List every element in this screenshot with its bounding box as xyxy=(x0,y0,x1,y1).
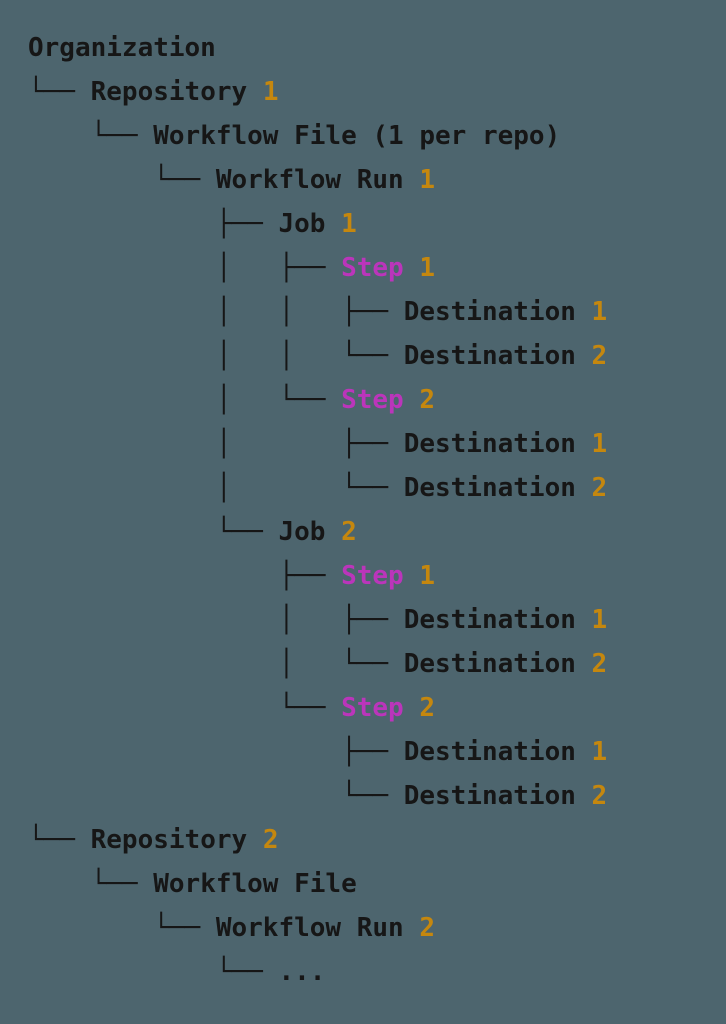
tree-line-step-1: ├── Step 1 xyxy=(28,554,726,598)
node-label-step: Step xyxy=(341,253,420,283)
node-label-destination: Destination xyxy=(403,429,592,459)
node-number: 2 xyxy=(262,825,279,855)
tree-line-step-2: └── Step 2 xyxy=(28,686,726,730)
tree-line-destination-1: │ │ ├── Destination 1 xyxy=(28,290,726,334)
node-number: 1 xyxy=(591,297,608,327)
node-label-destination: Destination xyxy=(403,649,592,679)
node-label-step: Step xyxy=(341,561,420,591)
tree-branch: │ └── xyxy=(28,473,404,503)
tree-branch: └── xyxy=(28,517,279,547)
node-label-workflow-file: Workflow File (1 per repo) xyxy=(153,121,561,151)
tree-branch: └── xyxy=(28,121,154,151)
node-number: 2 xyxy=(419,385,436,415)
node-number: 1 xyxy=(419,165,435,195)
node-number: 1 xyxy=(591,737,608,767)
tree-branch: └── xyxy=(28,165,216,195)
node-label-workflow-run: Workflow Run xyxy=(215,165,420,195)
tree-branch: └── xyxy=(28,77,91,107)
tree-line-workflow-file-1: └── Workflow File (1 per repo) xyxy=(28,114,726,158)
tree-branch: ├── xyxy=(28,209,279,239)
node-label-destination: Destination xyxy=(403,473,592,503)
node-label-step: Step xyxy=(341,693,420,723)
node-number: 2 xyxy=(341,517,357,547)
tree-line-destination-2: └── Destination 2 xyxy=(28,774,726,818)
tree-branch: │ └── xyxy=(28,649,404,679)
node-label-destination: Destination xyxy=(403,297,592,327)
tree-line-workflow-run-1: └── Workflow Run 1 xyxy=(28,158,726,202)
node-label-ellipsis: ... xyxy=(278,957,326,987)
node-label-job: Job xyxy=(278,517,342,547)
node-number: 1 xyxy=(419,253,436,283)
tree-branch: │ └── xyxy=(28,385,342,415)
tree-branch: │ ├── xyxy=(28,253,342,283)
tree-line-step-2: │ └── Step 2 xyxy=(28,378,726,422)
tree-branch: └── xyxy=(28,825,91,855)
tree-line-step-1: │ ├── Step 1 xyxy=(28,246,726,290)
node-number: 1 xyxy=(262,77,279,107)
tree-line-destination-1: │ ├── Destination 1 xyxy=(28,598,726,642)
tree-line-workflow-run-2: └── Workflow Run 2 xyxy=(28,906,726,950)
tree-branch: │ ├── xyxy=(28,429,404,459)
node-number: 1 xyxy=(419,561,436,591)
tree-branch: └── xyxy=(28,957,279,987)
node-label-workflow-file: Workflow File xyxy=(153,869,357,899)
node-number: 1 xyxy=(591,429,608,459)
node-label-organization: Organization xyxy=(28,33,216,63)
tree-line-destination-1: │ ├── Destination 1 xyxy=(28,422,726,466)
node-label-destination: Destination xyxy=(403,781,592,811)
node-label-repository: Repository xyxy=(90,77,263,107)
tree-branch: │ ├── xyxy=(28,605,404,635)
node-label-workflow-run: Workflow Run xyxy=(215,913,420,943)
tree-line-organization: Organization xyxy=(28,26,726,70)
node-label-destination: Destination xyxy=(403,605,592,635)
node-label-destination: Destination xyxy=(403,341,592,371)
node-number: 2 xyxy=(591,473,608,503)
node-label-step: Step xyxy=(341,385,420,415)
tree-line-destination-2: │ │ └── Destination 2 xyxy=(28,334,726,378)
tree-branch: ├── xyxy=(28,737,404,767)
node-number: 2 xyxy=(591,649,608,679)
tree-line-repository-1: └── Repository 1 xyxy=(28,70,726,114)
node-label-job: Job xyxy=(278,209,342,239)
node-label-repository: Repository xyxy=(90,825,263,855)
tree-line-destination-2: │ └── Destination 2 xyxy=(28,466,726,510)
node-number: 1 xyxy=(341,209,357,239)
tree-branch: └── xyxy=(28,869,154,899)
tree-line-ellipsis: └── ... xyxy=(28,950,726,994)
node-number: 2 xyxy=(419,693,436,723)
tree-line-destination-1: ├── Destination 1 xyxy=(28,730,726,774)
tree-line-repository-2: └── Repository 2 xyxy=(28,818,726,862)
tree-line-workflow-file-2: └── Workflow File xyxy=(28,862,726,906)
tree-branch: │ │ └── xyxy=(28,341,404,371)
tree-branch: └── xyxy=(28,781,404,811)
tree-branch: └── xyxy=(28,693,342,723)
node-number: 1 xyxy=(591,605,608,635)
tree-branch: └── xyxy=(28,913,216,943)
node-number: 2 xyxy=(591,341,608,371)
tree-line-destination-2: │ └── Destination 2 xyxy=(28,642,726,686)
node-number: 2 xyxy=(591,781,608,811)
tree-line-job-2: └── Job 2 xyxy=(28,510,726,554)
tree-branch: │ │ ├── xyxy=(28,297,404,327)
node-label-destination: Destination xyxy=(403,737,592,767)
tree-branch: ├── xyxy=(28,561,342,591)
node-number: 2 xyxy=(419,913,435,943)
hierarchy-tree-diagram: Organization └── Repository 1 └── Workfl… xyxy=(28,26,726,994)
tree-line-job-1: ├── Job 1 xyxy=(28,202,726,246)
